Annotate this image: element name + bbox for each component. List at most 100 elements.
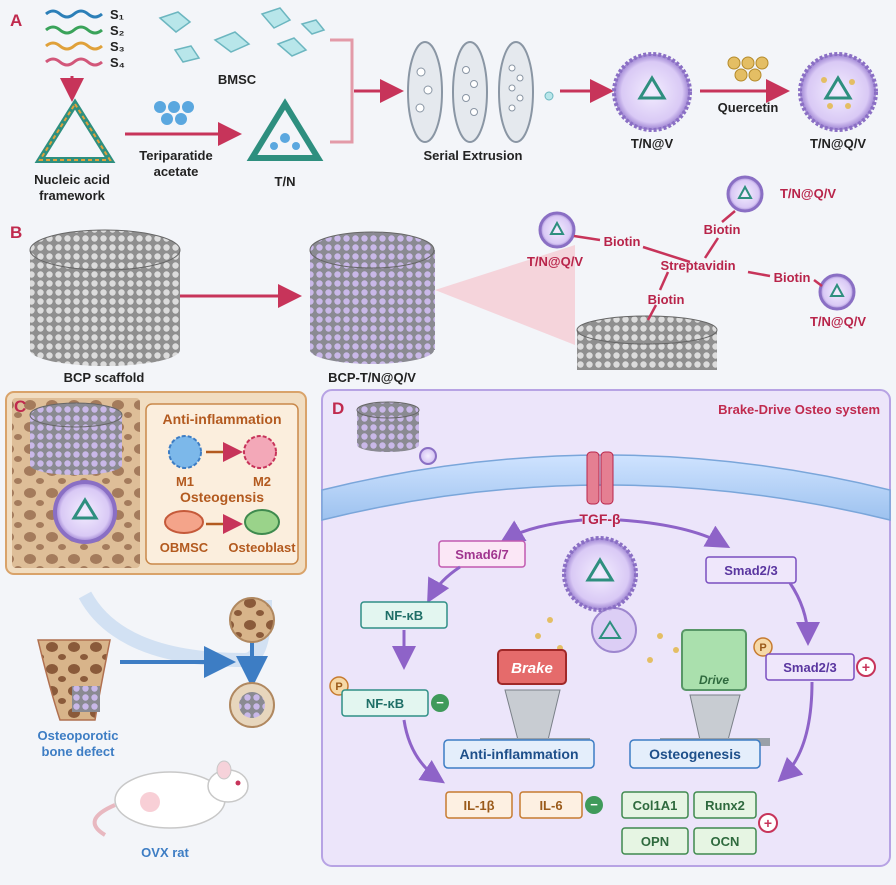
arrow-smad-genes [777,681,814,783]
label-bmsc: BMSC [218,72,257,87]
nfkb-box-bottom [341,689,429,717]
label-biotin-2: Biotin [704,222,741,237]
label-plus-smad: + [862,659,870,675]
panel-b-tag: B [10,223,22,242]
label-system-title: Brake-Drive Osteo system [718,402,880,417]
ovx-rat-icon [92,760,249,837]
label-tnqv-top: T/N@Q/V [780,186,836,201]
panel-b: B BCP scaffold BCP-T/N@Q/V [10,175,866,385]
ocn-box [693,827,757,855]
plus-badge-genes [758,813,778,833]
panel-c-tag: C [14,397,26,416]
arrow-smad23-phospho [788,582,820,646]
panel-d-tag: D [332,399,344,418]
label-col1a1: Col1A1 [633,798,678,813]
minus-badge-cytokines [585,796,603,814]
osteogenesis-box [629,739,761,769]
bmsc-cells-icon [158,7,326,63]
plus-badge-smad [856,657,876,677]
panel-a-tag: A [10,11,22,30]
porous-bone-icon [229,597,275,643]
runx2-box [693,791,757,819]
label-tnv: T/N@V [631,136,674,151]
central-vesicle-icon [562,536,638,653]
opn-box [621,827,689,855]
label-minus-cytokines: − [590,797,598,812]
label-brake: Brake [511,660,553,677]
arrow-nfkb-cytokines [402,719,445,784]
released-vesicle-icon [53,480,117,544]
smad23-box-top [705,556,797,584]
label-runx2: Runx2 [705,798,745,813]
label-m2: M2 [253,474,271,489]
phospho-badge-smad [753,637,773,657]
minus-badge-nfkb [431,694,449,712]
tnqv-vesicle-icon [798,52,878,132]
label-defect-line2: bone defect [42,744,116,759]
femur-defect-icon [37,639,111,721]
label-biotin-4: Biotin [648,292,685,307]
strand-s3: S₃ [110,39,125,54]
label-nucleic-line2: framework [39,188,106,203]
label-obmsc: OBMSC [160,540,209,555]
label-minus-nfkb: − [436,695,444,710]
label-tn: T/N [275,174,296,189]
label-il6: IL-6 [539,798,562,813]
label-tnqv: T/N@Q/V [810,136,866,151]
bcp-scaffold-icon [29,229,181,366]
anti-inflammation-box [443,739,595,769]
label-biotin-3: Biotin [774,270,811,285]
bracket-join [330,38,354,144]
il6-box [519,791,583,819]
vesicle-top-icon [726,175,764,213]
label-opn: OPN [641,834,669,849]
cell-membrane [321,454,891,521]
label-quercetin: Quercetin [718,100,779,115]
tnv-vesicle-icon [612,52,692,132]
smad67-box [438,540,526,568]
label-osteogensis-c: Osteogensis [180,489,264,505]
label-anti-inflammation-d: Anti-inflammation [460,746,579,762]
vesicle-left-icon [538,211,576,249]
label-defect-line1: Osteoporotic [38,728,119,743]
label-il1b: IL-1β [463,798,494,813]
arrow-tgf-smad23 [619,518,731,548]
label-smad67: Smad6/7 [455,547,508,562]
label-teri-line1: Teriparatide [139,148,212,163]
label-teri-line2: acetate [154,164,199,179]
dna-strands [45,9,103,67]
col1a1-box [621,791,689,819]
strand-s4: S₄ [110,55,125,70]
nfkb-box-top [360,601,448,629]
obmsc-cell-icon [164,510,204,534]
label-smad23-bottom: Smad2/3 [783,660,836,675]
label-osteogenesis-d: Osteogenesis [649,746,741,762]
arrow-smad67-nfkb [427,565,461,604]
tgf-beta-receptor-icon [586,451,614,505]
label-bcp-scaffold: BCP scaffold [64,370,145,385]
nucleic-acid-framework-icon [34,98,116,163]
panel-a: A S₁ S₂ S₃ S₄ Nucleic acid framework Ter… [10,7,878,203]
label-ovx-rat: OVX rat [141,845,189,860]
label-streptavidin: Streptavidin [660,258,735,273]
label-smad23-top: Smad2/3 [724,563,777,578]
zoomed-scaffold-surface-icon [576,315,718,370]
label-anti-inflammation-c: Anti-inflammation [163,411,282,427]
tn-complex-icon [246,98,324,161]
label-tnqv-right: T/N@Q/V [810,314,866,329]
label-nfkb-top: NF-κB [385,608,423,623]
label-plus-genes: + [764,815,772,831]
label-nfkb-bottom: NF-κB [366,696,404,711]
repaired-bone-icon [229,682,275,728]
zoom-cone [435,245,575,345]
m1-macrophage-icon [168,435,202,469]
smad23-box-bottom [765,653,855,681]
vesicle-right-icon [818,273,856,311]
label-serial-extrusion: Serial Extrusion [424,148,523,163]
brake-pedal-icon [480,649,590,746]
small-scaffold-icon [356,401,437,465]
label-bcp-tnqv: BCP-T/N@Q/V [328,370,416,385]
biotin-links [573,210,823,321]
panel-c: C Anti-inflammation M1 M2 Osteogensis OB… [5,391,307,860]
